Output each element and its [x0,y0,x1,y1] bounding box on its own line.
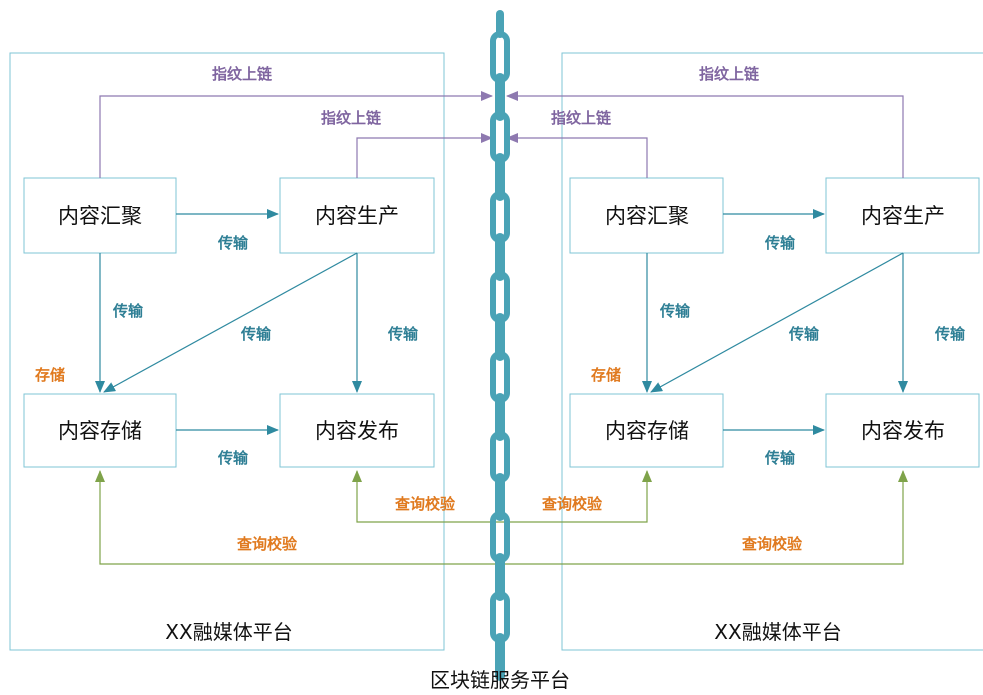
box-aggregate [23,177,177,254]
label-transfer-prod-pub: 传输 [934,325,966,343]
label-transfer-prod-store: 传输 [240,325,272,343]
chain-link [495,553,505,601]
box-produce-label: 内容生产 [861,204,945,228]
label-query-inner: 查询校验 [542,495,603,513]
box-store-label: 内容存储 [605,419,689,443]
box-aggregate-label: 内容汇聚 [605,204,689,228]
arrow-prod-to-store [103,252,358,393]
chain-link [495,393,505,441]
box-publish-label: 内容发布 [315,419,399,443]
label-fingerprint-inner: 指纹上链 [551,109,612,127]
arrow-prod-to-store [650,252,904,393]
box-publish [825,393,980,468]
label-transfer-agg-prod: 传输 [217,234,249,252]
platform-name: XX融媒体平台 [165,620,292,644]
label-storage: 存储 [35,366,65,384]
label-query-outer: 查询校验 [742,535,803,553]
box-produce [279,177,435,254]
box-aggregate-label: 内容汇聚 [58,204,142,228]
box-store-label: 内容存储 [58,419,142,443]
label-fingerprint-outer: 指纹上链 [699,65,760,83]
label-transfer-prod-store: 传输 [788,325,820,343]
label-transfer-prod-pub: 传输 [387,325,419,343]
label-fingerprint-inner: 指纹上链 [321,109,382,127]
chain-link [495,73,505,121]
label-transfer-agg-prod: 传输 [764,234,796,252]
platform-left: 内容汇聚 内容生产 内容存储 内容发布 指纹上链 指纹上链 传输 传输 传输 传… [9,52,500,651]
box-store [23,393,177,468]
box-publish [279,393,435,468]
chain-link [495,153,505,201]
chain-link [495,313,505,361]
label-storage: 存储 [591,366,621,384]
query-line-outer [95,470,500,565]
blockchain-chain [490,10,510,681]
label-transfer-store-pub: 传输 [764,449,796,467]
label-transfer-agg-store: 传输 [659,302,691,320]
chain-link [495,233,505,281]
label-fingerprint-outer: 指纹上链 [212,65,273,83]
fingerprint-line-inner [356,133,493,178]
label-query-inner: 查询校验 [395,495,456,513]
query-line-inner [352,470,500,523]
platform-frame [561,52,983,651]
label-query-outer: 查询校验 [237,535,298,553]
fingerprint-line-outer [506,91,904,178]
fingerprint-line-inner [506,133,648,178]
box-store [569,393,724,468]
query-line-inner [500,470,652,523]
chain-link [495,473,505,521]
platform-name: XX融媒体平台 [714,620,841,644]
label-transfer-agg-store: 传输 [112,302,144,320]
blockchain-name: 区块链服务平台 [430,668,570,692]
fingerprint-line-outer [99,91,493,178]
box-publish-label: 内容发布 [861,419,945,443]
query-line-outer [500,470,908,565]
label-transfer-store-pub: 传输 [217,449,249,467]
box-produce-label: 内容生产 [315,204,399,228]
platform-right: 内容汇聚 内容生产 内容存储 内容发布 指纹上链 指纹上链 传输 传输 传输 传… [500,52,983,651]
platform-frame [9,52,445,651]
